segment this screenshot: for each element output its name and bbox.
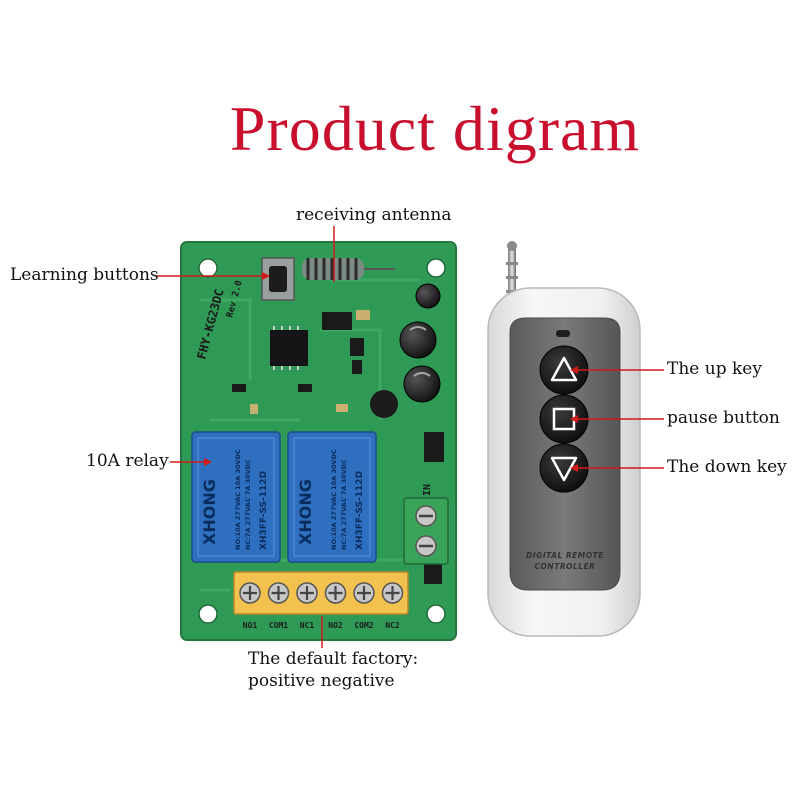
transistor bbox=[424, 562, 442, 584]
input-terminal-block: IN bbox=[403, 484, 449, 565]
default-factory-label-line2: positive negative bbox=[248, 671, 395, 691]
smd-chip bbox=[350, 338, 364, 356]
relay-1-brand: XHONG bbox=[200, 479, 219, 545]
terminal-label: NO1 bbox=[243, 621, 258, 630]
smd-chip bbox=[322, 312, 352, 330]
pause-key[interactable] bbox=[539, 394, 589, 444]
relay-1-rating-2: NC:7A 277VAC 7A 30VDC bbox=[244, 459, 252, 550]
pointer-lines bbox=[156, 226, 664, 648]
capacitor bbox=[403, 365, 441, 403]
relay-2-rating-2: NC:7A 277VAC 7A 30VDC bbox=[340, 459, 348, 550]
capacitor bbox=[415, 283, 441, 309]
relay-2-model: XH3FF-SS-112D bbox=[355, 471, 365, 550]
learning-button bbox=[261, 257, 295, 301]
terminal-screw bbox=[381, 582, 404, 604]
remote-label-line1: DIGITAL REMOTE bbox=[526, 551, 604, 560]
mounting-hole bbox=[426, 258, 446, 278]
relay-board: FHY-KG23DC Rev 2.0 XHONG NO:10A 277VAC bbox=[180, 241, 457, 641]
smd-component bbox=[356, 310, 370, 320]
default-factory-label-line1: The default factory: bbox=[248, 649, 419, 669]
up-key-label: The up key bbox=[667, 359, 762, 379]
terminal-label: NC2 bbox=[385, 621, 400, 630]
relay-2: XHONG NO:10A 277VAC 10A 30VDC NC:7A 277V… bbox=[287, 431, 377, 563]
capacitor bbox=[399, 321, 437, 359]
terminal-screw bbox=[296, 582, 318, 604]
relay-1-model: XH3FF-SS-112D bbox=[259, 471, 269, 550]
input-terminal-label: IN bbox=[422, 484, 433, 496]
ic-chip bbox=[270, 326, 308, 370]
relay-1-rating-1: NO:10A 277VAC 10A 30VDC bbox=[234, 449, 242, 550]
relay-label: 10A relay bbox=[86, 451, 169, 471]
terminal-label: NC1 bbox=[300, 621, 315, 630]
terminal-label: NO2 bbox=[328, 621, 343, 630]
triangle-down-icon bbox=[550, 456, 578, 482]
remote-label-line2: CONTROLLER bbox=[535, 562, 596, 571]
inductor bbox=[370, 390, 398, 418]
terminal-screw bbox=[267, 582, 290, 604]
terminal-screw bbox=[239, 582, 261, 604]
mounting-hole bbox=[198, 258, 218, 278]
pause-button-label: pause button bbox=[667, 408, 780, 428]
terminal-screw bbox=[353, 582, 375, 604]
remote-led bbox=[556, 330, 570, 337]
output-terminal-block bbox=[233, 571, 409, 615]
triangle-up-icon bbox=[550, 356, 578, 382]
relay-2-rating-1: NO:10A 277VAC 10A 30VDC bbox=[330, 449, 338, 550]
remote-controller: DIGITAL REMOTE CONTROLLER bbox=[487, 241, 641, 637]
relay-1: XHONG NO:10A 277VAC 10A 30VDC NC:7A 277V… bbox=[191, 431, 281, 563]
terminal-screw bbox=[324, 582, 347, 604]
page-title: Product digram bbox=[229, 93, 641, 164]
mounting-hole bbox=[426, 604, 446, 624]
antenna-coil bbox=[302, 258, 395, 280]
mounting-hole bbox=[198, 604, 218, 624]
transistor bbox=[424, 432, 444, 462]
relay-2-brand: XHONG bbox=[296, 479, 315, 545]
down-key-label: The down key bbox=[667, 457, 787, 477]
terminal-label: COM2 bbox=[354, 621, 373, 630]
antenna-label: receiving antenna bbox=[296, 205, 452, 225]
learning-buttons-label: Learning buttons bbox=[10, 265, 159, 285]
terminal-label: COM1 bbox=[269, 621, 288, 630]
